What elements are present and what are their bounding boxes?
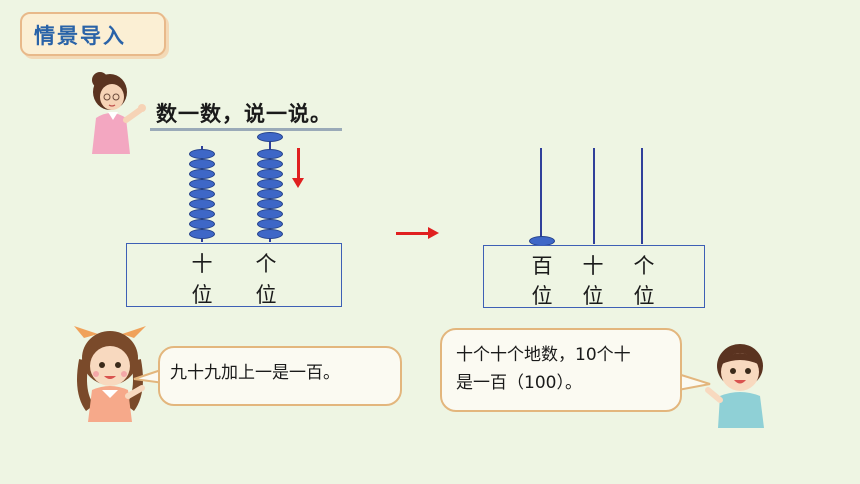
ones-bead [257,169,283,179]
girl-speech-text: 九十九加上一是一百。 [170,363,340,383]
ones-label-bottom: 位 [633,284,655,308]
girl-bubble-tail [133,368,165,384]
tens-bead [189,199,215,209]
ones-bead [257,219,283,229]
ones-bead [257,179,283,189]
tens-label-top: 十 [191,252,213,276]
arrow-right-icon [396,232,430,235]
boy-speech-line-1: 十个十个地数，10个十 [456,345,631,365]
boy-bubble-tail [677,373,711,391]
ones-label-top: 个 [255,252,277,276]
ones-label-top: 个 [633,254,655,278]
abacus-before-base [126,243,342,307]
tens-bead [189,159,215,169]
prompt-shelf [150,128,342,131]
girl-speech-bubble [158,346,402,406]
tens-label-top: 十 [582,254,604,278]
tens-bead [189,169,215,179]
ones-bead [257,149,283,159]
ones-bead [257,189,283,199]
tens-bead [189,149,215,159]
tens-bead [189,219,215,229]
hundreds-label-bottom: 位 [531,284,553,308]
boy-illustration [705,344,764,428]
boy-speech-bubble [440,328,682,412]
hundreds-label-top: 百 [531,254,553,278]
tens-label-bottom: 位 [191,283,213,307]
ones-bead [257,159,283,169]
hundreds-rod [540,148,542,244]
section-badge [20,12,166,56]
ones-label-bottom: 位 [255,283,277,307]
section-title: 情景导入 [34,24,126,48]
tens-label-bottom: 位 [582,284,604,308]
boy-speech-line-2: 是一百（100）。 [456,373,582,393]
ones-bead [257,199,283,209]
abacus-after-base [483,245,705,308]
arrow-down-icon [297,148,300,180]
girl-illustration [74,326,146,422]
arrow-down-head [292,178,304,188]
tens-rod [593,148,595,244]
tens-bead [189,189,215,199]
arrow-right-head [428,227,439,239]
teacher-illustration [92,72,146,154]
tens-bead [189,209,215,219]
ones-bead [257,209,283,219]
tens-bead [189,229,215,239]
ones-bead [257,132,283,142]
ones-rod [641,148,643,244]
tens-bead [189,179,215,189]
ones-bead [257,229,283,239]
prompt-text: 数一数，说一说。 [156,102,332,126]
